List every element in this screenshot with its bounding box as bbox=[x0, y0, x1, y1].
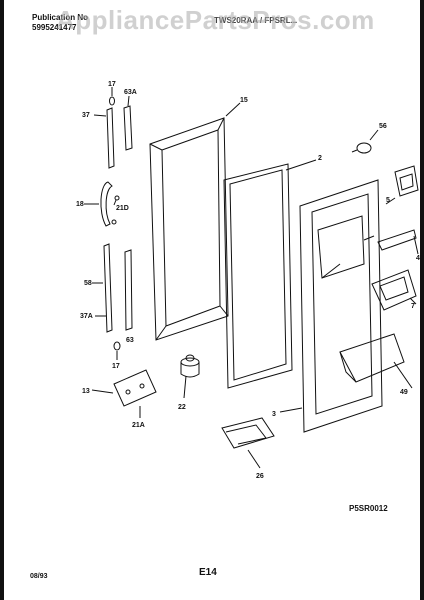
callout-17-bottom: 17 bbox=[112, 363, 120, 370]
top-cap-part-17 bbox=[109, 87, 115, 106]
callout-22: 22 bbox=[178, 404, 186, 411]
callout-4: 4 bbox=[416, 255, 420, 262]
callout-17-top: 17 bbox=[108, 81, 116, 88]
bucket-part-26 bbox=[221, 417, 275, 469]
watermark: AppliancePartsPros.com bbox=[56, 5, 375, 35]
handle-part-18 bbox=[84, 181, 113, 227]
bushing-part-22 bbox=[180, 354, 200, 399]
shelf-part-4 bbox=[377, 229, 419, 255]
model-number: TWS20RAA / FPSRL... bbox=[214, 16, 298, 25]
callout-56: 56 bbox=[379, 123, 387, 130]
callout-21d: 21D bbox=[116, 205, 129, 212]
small-bin-part-5 bbox=[385, 165, 419, 205]
door-shell-part-15 bbox=[149, 102, 241, 341]
screw-cap-part-56 bbox=[351, 129, 379, 154]
diagram-code: P5SR0012 bbox=[349, 504, 388, 513]
lower-trim-part-37a bbox=[95, 249, 133, 331]
callout-18: 18 bbox=[76, 201, 84, 208]
callout-13: 13 bbox=[82, 388, 90, 395]
publication-label: Publication No bbox=[32, 13, 88, 22]
callout-3: 3 bbox=[272, 411, 276, 418]
upper-strip-part-63a bbox=[123, 95, 133, 151]
callout-2: 2 bbox=[318, 155, 322, 162]
publication-number: 5995241477 bbox=[32, 23, 77, 32]
inner-liner-part-3 bbox=[279, 179, 383, 433]
lower-strip-part-58 bbox=[92, 243, 113, 333]
callout-37a: 37A bbox=[80, 313, 93, 320]
upper-trim-part-37 bbox=[93, 107, 115, 169]
callout-63: 63 bbox=[126, 337, 134, 344]
callout-37: 37 bbox=[82, 112, 90, 119]
print-date: 08/93 bbox=[30, 573, 48, 580]
callout-49: 49 bbox=[400, 389, 408, 396]
bottom-cap-part-17 bbox=[113, 341, 121, 360]
page-number: E14 bbox=[199, 567, 217, 578]
callout-63a: 63A bbox=[124, 89, 137, 96]
door-bin-part-49 bbox=[339, 333, 413, 389]
callout-58: 58 bbox=[84, 280, 92, 287]
hinge-bracket-part-13 bbox=[91, 369, 157, 418]
callout-26: 26 bbox=[256, 473, 264, 480]
callout-5: 5 bbox=[386, 197, 390, 204]
gasket-part-2 bbox=[223, 159, 317, 389]
callout-7: 7 bbox=[411, 303, 415, 310]
callout-15: 15 bbox=[240, 97, 248, 104]
callout-21a: 21A bbox=[132, 422, 145, 429]
screw-part-21d bbox=[111, 195, 120, 225]
door-bin-part-7 bbox=[371, 269, 417, 311]
